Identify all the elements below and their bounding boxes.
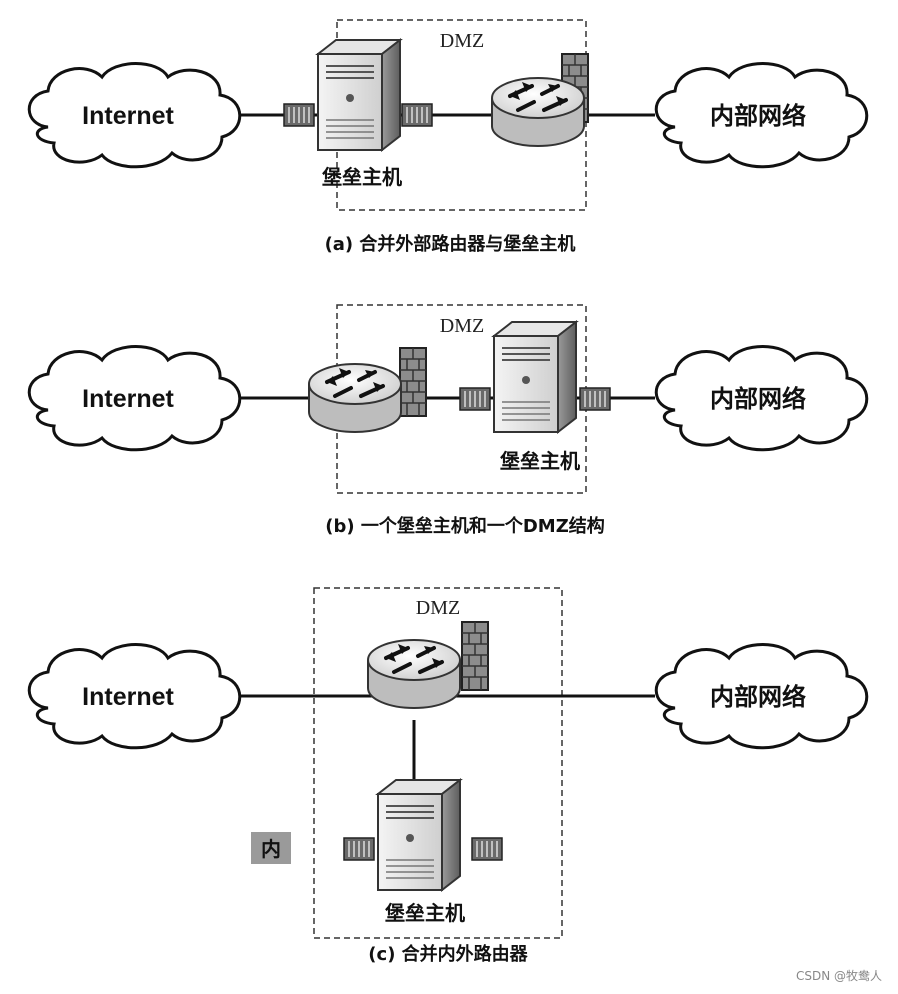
internal-network-label: 内部网络 [710, 385, 806, 413]
bastion-server-icon [317, 39, 401, 151]
dmz-label: DMZ [440, 30, 484, 52]
dmz-label: DMZ [416, 597, 460, 619]
dmz-label: DMZ [440, 315, 484, 337]
caption-c: (c) 合并内外路由器 [368, 943, 528, 965]
router-icon [307, 362, 403, 434]
nic-left-icon [283, 103, 315, 127]
diagram-a: DMZ Internet 堡垒主机 内部网络 (a) 合并外部路由器与堡垒主机 [27, 19, 869, 255]
nic-left-icon [459, 387, 491, 411]
router-icon [490, 76, 586, 148]
internet-label: Internet [82, 385, 174, 413]
bastion-server-icon [493, 321, 577, 433]
firewall-icon [399, 347, 427, 417]
internet-label: Internet [82, 683, 174, 711]
internal-network-label: 内部网络 [710, 102, 806, 130]
watermark: CSDN @牧鸯人 [796, 969, 882, 983]
internal-network-label: 内部网络 [710, 683, 806, 711]
nic-right-icon [471, 837, 503, 861]
bastion-host-label: 堡垒主机 [500, 449, 580, 473]
dmz-boundary [313, 587, 563, 939]
diagram-c: DMZ Internet 内部网络 内 堡垒主机 (c) 合并内外路由器 [27, 587, 869, 965]
bastion-server-icon [377, 779, 461, 891]
router-icon [366, 638, 462, 710]
diagram-b: DMZ Internet 堡垒主机 内部网络 (b) 一个堡垒主机和一个DMZ结… [27, 304, 869, 537]
side-mark-box [251, 832, 291, 864]
bastion-host-label: 堡垒主机 [322, 165, 402, 189]
internet-label: Internet [82, 102, 174, 130]
bastion-host-label: 堡垒主机 [385, 901, 465, 925]
caption-b: (b) 一个堡垒主机和一个DMZ结构 [325, 515, 605, 537]
nic-right-icon [401, 103, 433, 127]
caption-a: (a) 合并外部路由器与堡垒主机 [325, 233, 576, 255]
firewall-icon [461, 621, 489, 691]
side-mark: 内 [261, 837, 281, 861]
nic-right-icon [579, 387, 611, 411]
nic-left-icon [343, 837, 375, 861]
